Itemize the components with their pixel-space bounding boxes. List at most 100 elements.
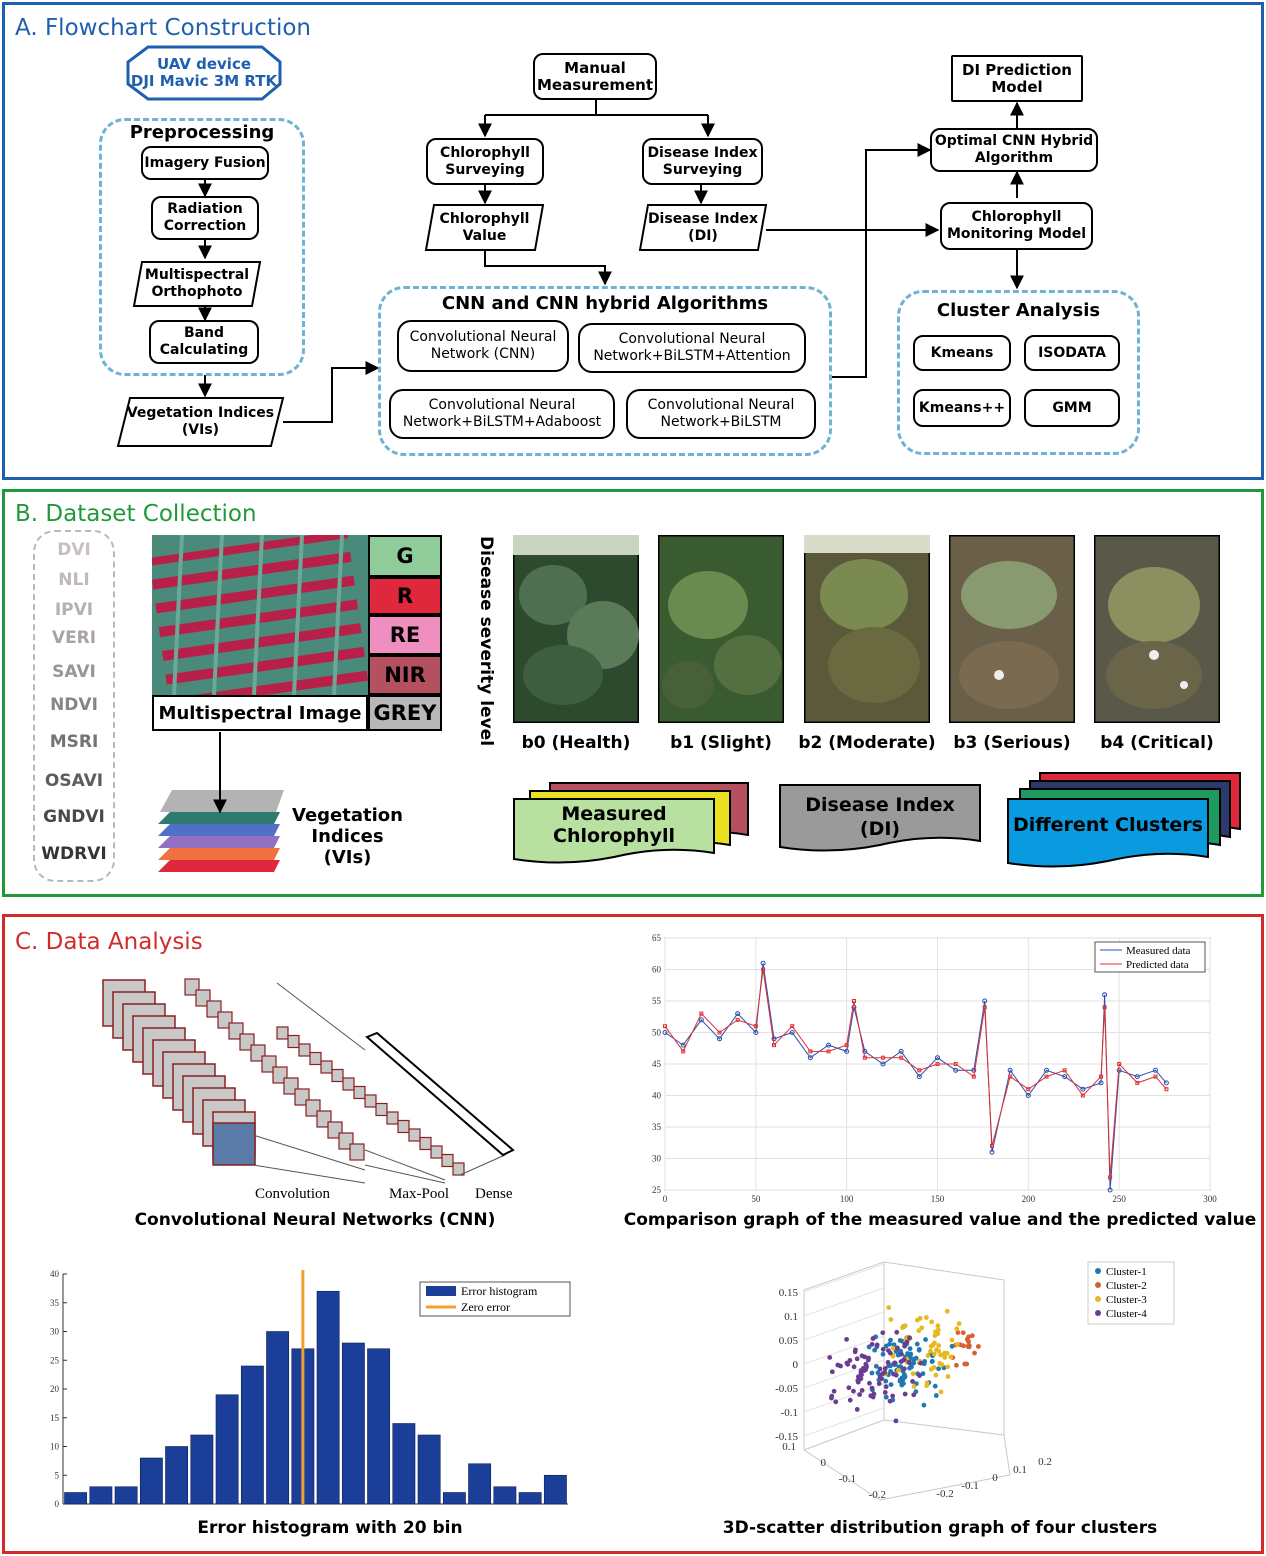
scatter-point — [883, 1394, 889, 1400]
data-point — [1102, 1005, 1107, 1010]
data-point — [680, 1042, 686, 1048]
disease-index-shape — [638, 204, 768, 251]
scatter-point — [924, 1383, 930, 1389]
scatter-point — [874, 1342, 880, 1348]
scatter-point — [944, 1308, 950, 1314]
scatter-point — [902, 1391, 908, 1397]
tick-label: 0.2 — [1038, 1456, 1052, 1468]
data-point — [1044, 1067, 1049, 1073]
scatter-point — [831, 1388, 837, 1394]
tick-label: 55 — [652, 996, 662, 1006]
band-g: G — [368, 535, 442, 577]
scatter-point — [938, 1389, 944, 1395]
data-point — [1025, 1093, 1031, 1098]
cnn-pool-map — [441, 1153, 454, 1168]
cnn-pool-map — [353, 1085, 366, 1100]
histogram-bar — [442, 1492, 466, 1505]
histogram-bar — [64, 1492, 88, 1505]
scatter-point — [961, 1343, 966, 1349]
data-point — [662, 1030, 668, 1035]
tick-label: -0.1 — [781, 1407, 798, 1419]
series-line — [664, 969, 1167, 1178]
data-point — [753, 1024, 758, 1029]
grid-line — [803, 1287, 885, 1317]
disease-index-surveying-node: Disease Index Surveying — [642, 138, 763, 185]
multispectral-orthophoto-node: Multispectral Orthophoto — [144, 267, 250, 300]
histogram-bar — [240, 1365, 264, 1505]
data-point — [916, 1074, 922, 1080]
chlorophyll-monitoring-node: Chlorophyll Monitoring Model — [940, 202, 1093, 250]
grid-line — [803, 1359, 885, 1389]
data-point — [851, 999, 856, 1003]
scatter-point — [954, 1341, 960, 1347]
data-point — [1044, 1074, 1049, 1079]
data-point — [989, 1149, 995, 1155]
tick-label: 150 — [931, 1194, 945, 1204]
data-point — [663, 1024, 667, 1029]
scatter-point — [869, 1385, 875, 1391]
scatter-point — [863, 1361, 869, 1367]
scatter-point — [838, 1363, 843, 1369]
data-point — [1102, 992, 1108, 998]
histogram-bar — [139, 1457, 163, 1505]
axis-line — [803, 1419, 885, 1451]
tick-label: 45 — [652, 1059, 662, 1069]
radiation-correction-node: Radiation Correction — [151, 196, 259, 240]
data-point — [1007, 1067, 1013, 1073]
data-point — [717, 1036, 722, 1042]
data-point — [1108, 1175, 1113, 1180]
data-point — [1153, 1074, 1158, 1079]
data-point — [1080, 1093, 1085, 1098]
vi-item: SAVI — [52, 662, 96, 682]
scatter-point — [936, 1343, 942, 1348]
manual-measurement-node: Manual Measurement — [533, 53, 657, 100]
scatter-point — [921, 1402, 927, 1408]
cnn-bilstm-node: Convolutional Neural Network+BiLSTM — [626, 389, 816, 439]
tick-label: 200 — [1022, 1194, 1036, 1204]
tick-label: 40 — [652, 1091, 662, 1101]
data-point — [844, 1048, 850, 1054]
scatter-point — [887, 1398, 893, 1404]
isodata-node: ISODATA — [1024, 335, 1120, 371]
tick-label: 0 — [663, 1194, 668, 1204]
scatter-point — [945, 1374, 951, 1379]
data-point — [953, 1062, 958, 1066]
data-point — [1080, 1086, 1086, 1092]
vegetation-indices-node: Vegetation Indices (VIs) — [126, 405, 275, 438]
data-point — [1163, 1080, 1169, 1086]
band-grey: GREY — [368, 695, 442, 731]
scatter-point — [893, 1418, 899, 1424]
grid-line — [803, 1263, 885, 1293]
data-point — [698, 1017, 704, 1023]
scatter-point — [869, 1341, 875, 1347]
cnn-pool-map — [287, 1034, 300, 1049]
legend-swatch — [1095, 1296, 1101, 1302]
uav-device-label: UAV device DJI Mavic 3M RTK — [130, 55, 278, 90]
tick-label: 0 — [793, 1359, 799, 1371]
scatter-point — [975, 1344, 981, 1349]
optimal-cnn-node: Optimal CNN Hybrid Algorithm — [930, 128, 1098, 172]
cnn-group — [378, 286, 832, 456]
scatter-point — [880, 1346, 886, 1352]
cnn-dense-label: Dense — [475, 1186, 513, 1202]
scatter-point — [851, 1364, 857, 1370]
level-b1: b1 (Slight) — [670, 733, 772, 753]
level-b4: b4 (Critical) — [1100, 733, 1214, 753]
tick-label: 30 — [50, 1327, 60, 1337]
vegetation-indices-caption: Vegetation Indices (VIs) — [292, 805, 403, 868]
scatter-point — [901, 1381, 906, 1386]
vi-list-group — [33, 530, 115, 882]
scatter-point — [910, 1371, 916, 1377]
tick-label: -0.05 — [775, 1383, 798, 1395]
tick-label: 15 — [50, 1413, 60, 1423]
scatter-point — [865, 1357, 871, 1363]
legend-label: Cluster-4 — [1106, 1308, 1147, 1320]
data-point — [807, 1055, 813, 1061]
tick-label: 60 — [652, 965, 662, 975]
scatter-point — [936, 1366, 941, 1372]
histogram-bar — [367, 1348, 391, 1505]
data-point — [851, 1004, 857, 1010]
scatter-point — [945, 1364, 951, 1370]
